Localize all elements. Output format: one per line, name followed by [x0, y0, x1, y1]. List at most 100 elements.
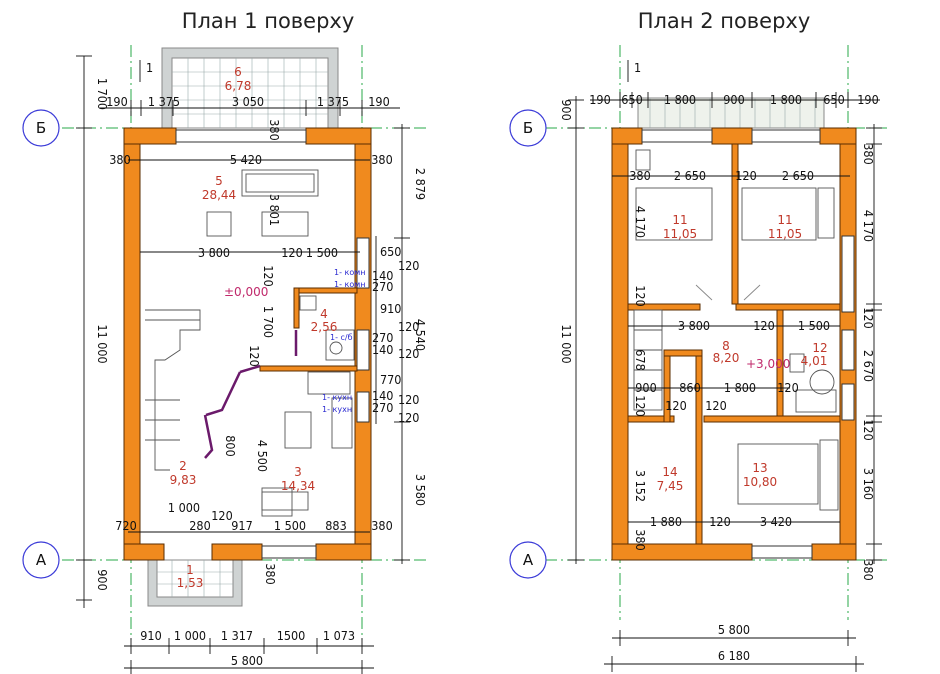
dim-label: 900 [723, 92, 744, 107]
floor1-interior-walls [259, 287, 358, 372]
room-area: 11,05 [663, 227, 697, 241]
floor1-door-swing-2 [203, 414, 214, 459]
room-area: 4,01 [801, 354, 828, 368]
dim-label: 720 [115, 518, 136, 533]
dim-label: 4 170 [861, 210, 876, 242]
floor2-window-right-2 [841, 329, 855, 371]
dim-label: 120 [633, 395, 648, 416]
dim-label: 140 [372, 268, 393, 283]
note-text: 1- кухн [322, 405, 352, 414]
dim-label: 1 073 [323, 628, 355, 643]
floor2-window-right-3 [841, 383, 855, 421]
dim-label: 1 800 [770, 92, 802, 107]
dim-label: 380 [267, 119, 282, 140]
dim-label: 270 [372, 279, 393, 294]
room-number: 2 [179, 459, 187, 473]
dim-label: 380 [371, 518, 392, 533]
floor2-window-bottom [751, 545, 813, 559]
dim-label: 190 [368, 94, 389, 109]
dim-label: 650 [380, 244, 401, 259]
room-number: 3 [294, 465, 302, 479]
floor1-door-swing-1 [205, 364, 261, 417]
dim-label: 270 [372, 330, 393, 345]
room-number: 13 [752, 461, 767, 475]
room-area: 11,05 [768, 227, 802, 241]
dim-label: 800 [223, 435, 238, 456]
dim-label: 11 000 [559, 324, 574, 363]
dim-label: 120 [398, 319, 419, 334]
floor1-window-right-2 [356, 329, 370, 371]
dim-label: 3 420 [760, 514, 792, 529]
floor2-room-labels: 11 11,05 11 11,05 8 8,20 12 4,01 14 7,45… [657, 213, 828, 493]
dim-label: 860 [679, 380, 700, 395]
dim-label: 4 170 [633, 206, 648, 238]
dim-label: 120 [861, 419, 876, 440]
dim-label: 1 880 [650, 514, 682, 529]
floor1-window-bottom [261, 545, 317, 559]
room-area: 6,78 [225, 79, 252, 93]
dim-label: 380 [861, 143, 876, 164]
dim-label: 4 500 [255, 440, 270, 472]
floor2-level-mark: +3,000 [746, 357, 790, 371]
floor1-plan: 6 6,78 5 28,44 4 2,56 2 9,83 3 14,34 1 1… [40, 45, 430, 674]
section-mark: 1 [634, 60, 641, 75]
dim-label: 120 [281, 245, 302, 260]
dim-label: 380 [633, 529, 648, 550]
dim-label: 5 800 [231, 653, 263, 668]
room-area: 1,53 [177, 576, 204, 590]
dim-label: 678 [633, 349, 648, 370]
dim-label: 1 375 [317, 94, 349, 109]
dim-label: 280 [189, 518, 210, 533]
floor1-level-mark: ±0,000 [224, 285, 268, 299]
axis-label: А [36, 551, 47, 569]
dim-label: 900 [95, 569, 110, 590]
dim-label: 120 [705, 398, 726, 413]
dim-label: 1 375 [148, 94, 180, 109]
floor2-window-right-1 [841, 235, 855, 313]
dim-label: 120 [753, 318, 774, 333]
dim-label: 1 000 [168, 500, 200, 515]
dim-label: 1 700 [261, 306, 276, 338]
dim-label: 2 650 [782, 168, 814, 183]
room-number: 11 [672, 213, 687, 227]
dim-label: 120 [861, 307, 876, 328]
floor2-balcony-strip [637, 97, 825, 129]
dim-label: 1 317 [221, 628, 253, 643]
axis-label: Б [36, 119, 46, 137]
dim-label: 650 [621, 92, 642, 107]
room-area: 2,56 [311, 320, 338, 334]
dim-label: 1 700 [95, 78, 110, 110]
dim-label: 190 [106, 94, 127, 109]
dim-label: 4 540 [413, 319, 428, 351]
note-text: 1- с/б [330, 333, 353, 342]
floor1-balcony-top [161, 47, 339, 129]
floor1-window-top [175, 129, 307, 143]
floor2-title: План 2 поверху [638, 9, 811, 33]
dim-label: 900 [559, 99, 574, 120]
floor1-furniture [145, 169, 355, 517]
room-number: 14 [662, 465, 677, 479]
floor2-window-top-2 [751, 129, 821, 143]
dim-label: 140 [372, 342, 393, 357]
floor2-plan: 11 11,05 11 11,05 8 8,20 12 4,01 14 7,45… [545, 45, 890, 672]
dim-label: 900 [635, 380, 656, 395]
dim-label: 120 [261, 265, 276, 286]
dim-label: 120 [777, 380, 798, 395]
axis-label: Б [523, 119, 533, 137]
room-number: 11 [777, 213, 792, 227]
dim-label: 3 801 [267, 194, 282, 226]
room-number: 12 [812, 341, 827, 355]
dim-label: 917 [231, 518, 252, 533]
floor1-window-right-1 [356, 237, 370, 289]
floor1-title: План 1 поверху [182, 9, 355, 33]
dim-label: 120 [398, 392, 419, 407]
dim-label: 770 [380, 372, 401, 387]
room-area: 9,83 [170, 473, 197, 487]
floor1-window-right-3 [356, 391, 370, 423]
dim-label: 120 [398, 258, 419, 273]
dim-label: 3 152 [633, 470, 648, 502]
dim-label: 120 [247, 345, 262, 366]
dim-label: 6 180 [718, 648, 750, 663]
dim-label: 120 [398, 346, 419, 361]
